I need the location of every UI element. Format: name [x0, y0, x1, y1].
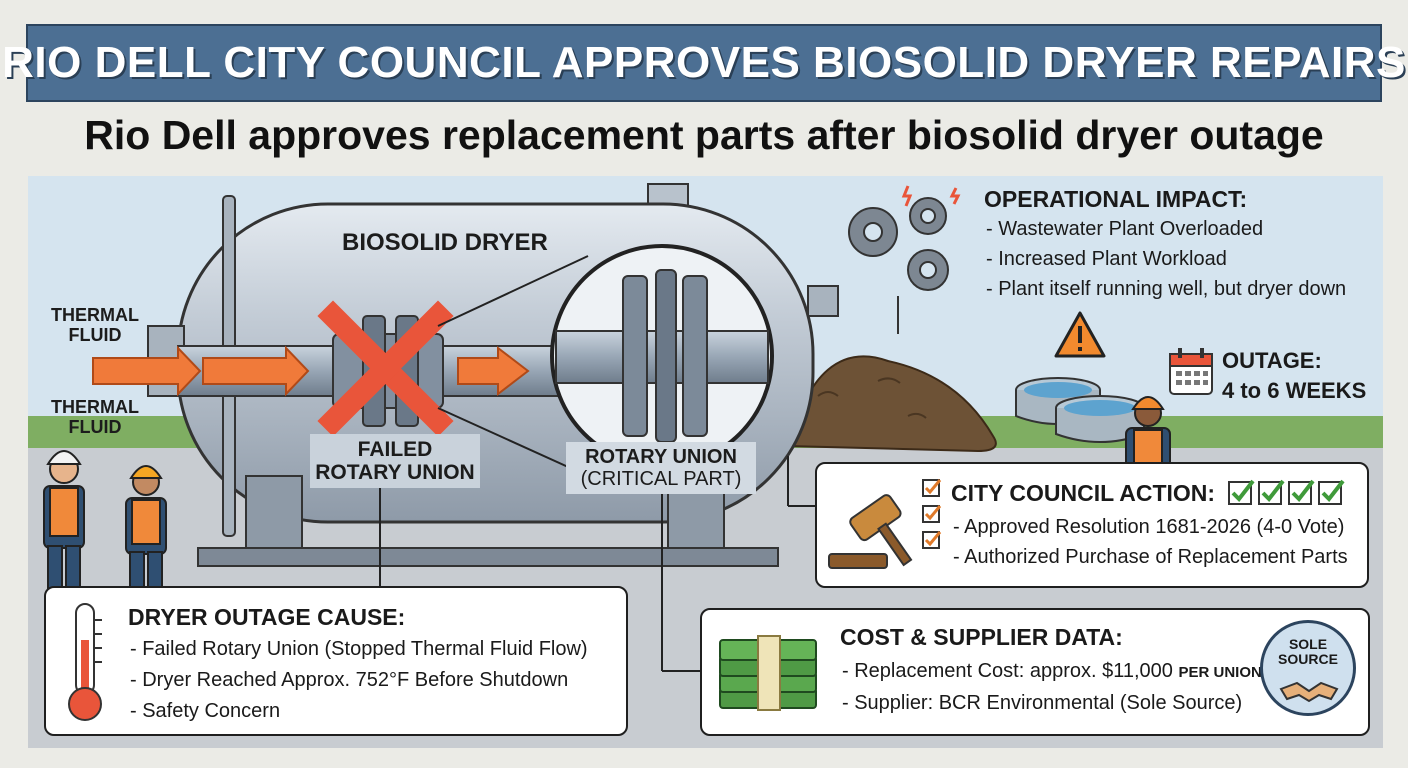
failed-union-label: FAILED ROTARY UNION — [310, 434, 480, 489]
outage-cause-panel: DRYER OUTAGE CAUSE: - Failed Rotary Unio… — [44, 586, 628, 736]
supplier-item: - Supplier: BCR Environmental (Sole Sour… — [842, 692, 1243, 714]
cost-unit: PER UNION — [1178, 664, 1262, 681]
impact-item: - Wastewater Plant Overloaded — [986, 218, 1264, 240]
impact-item: - Plant itself running well, but dryer d… — [986, 278, 1347, 300]
handshake-icon — [1279, 681, 1339, 703]
failure-x-icon — [317, 300, 454, 437]
dryer-label: BIOSOLID DRYER — [342, 229, 548, 256]
impact-item: - Increased Plant Workload — [986, 248, 1227, 270]
cause-item: - Dryer Reached Approx. 752°F Before Shu… — [130, 669, 569, 691]
cause-item: - Failed Rotary Union (Stopped Thermal F… — [130, 638, 588, 660]
thermal-fluid-label-bottom: THERMAL FLUID — [51, 397, 139, 437]
biosolid-pile — [786, 355, 997, 453]
cost-supplier-panel: COST & SUPPLIER DATA: - Replacement Cost… — [700, 608, 1370, 736]
rotary-union-sublabel: (CRITICAL PART) — [580, 468, 742, 490]
gavel-icon — [828, 494, 913, 569]
badge-line-2: SOURCE — [1278, 651, 1338, 668]
page-title: RIO DELL CITY COUNCIL APPROVES BIOSOLID … — [2, 38, 1406, 87]
council-title: CITY COUNCIL ACTION: — [951, 480, 1216, 506]
money-icon — [719, 635, 817, 711]
impact-title: OPERATIONAL IMPACT: — [984, 186, 1248, 212]
page-subtitle: Rio Dell approves replacement parts afte… — [84, 112, 1324, 158]
vote-checks-icon — [1228, 479, 1345, 505]
rotary-union-label: ROTARY UNION — [585, 446, 737, 468]
worker-figure-3 — [1125, 396, 1171, 469]
cost-item: - Replacement Cost: approx. $11,000 PER … — [842, 660, 1262, 683]
cost-amount: - Replacement Cost: approx. $11,000 — [842, 660, 1173, 682]
cause-title: DRYER OUTAGE CAUSE: — [128, 604, 406, 630]
outage-title: OUTAGE: — [1222, 348, 1322, 373]
sole-source-badge: SOLE SOURCE — [1260, 620, 1356, 716]
title-banner: RIO DELL CITY COUNCIL APPROVES BIOSOLID … — [2, 24, 1405, 102]
outage-value: 4 to 6 WEEKS — [1222, 378, 1367, 403]
infographic-scene: BIOSOLID DRYER THERMAL FLUID THERMAL FLU… — [28, 176, 1383, 748]
cost-title: COST & SUPPLIER DATA: — [840, 624, 1123, 650]
council-item: - Approved Resolution 1681-2026 (4-0 Vot… — [953, 516, 1345, 538]
worker-figure-2 — [125, 465, 167, 593]
rotary-union-callout: ROTARY UNION (CRITICAL PART) — [566, 442, 756, 494]
council-item: - Authorized Purchase of Replacement Par… — [953, 546, 1348, 568]
thermometer-icon — [68, 603, 102, 721]
cause-item: - Safety Concern — [130, 700, 281, 722]
gear-icon — [848, 197, 949, 291]
checkbox-icon — [922, 479, 942, 549]
badge-line-1: SOLE — [1288, 636, 1328, 652]
calendar-icon — [1169, 348, 1213, 395]
rotary-union-closeup — [550, 244, 774, 468]
worker-figure-1 — [43, 450, 85, 591]
thermal-flow-arrows — [92, 345, 530, 397]
council-action-panel: CITY COUNCIL ACTION: - Approved Resoluti… — [815, 462, 1369, 588]
thermal-fluid-label-top: THERMAL FLUID — [51, 305, 139, 345]
warning-icon — [1054, 311, 1106, 358]
